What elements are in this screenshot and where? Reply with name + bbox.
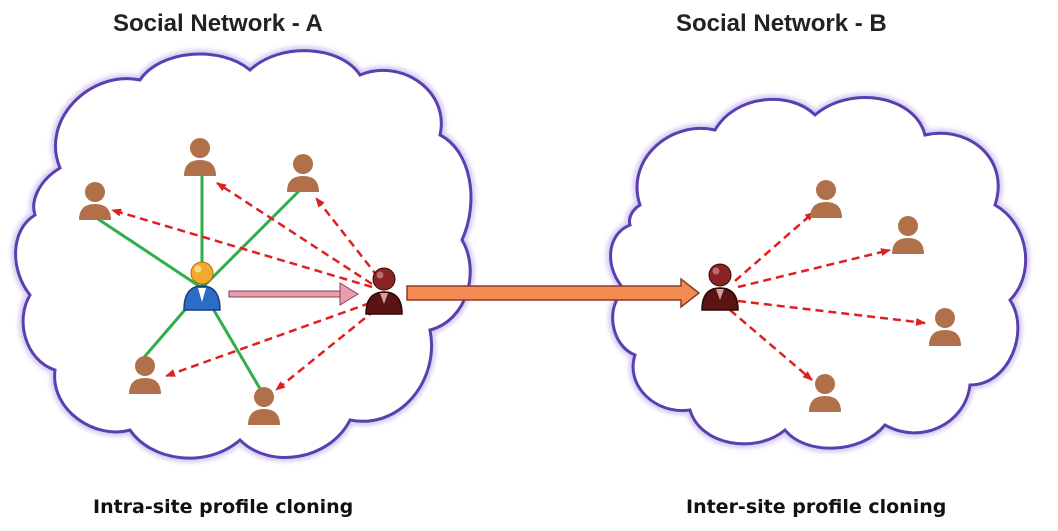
network-b-title: Social Network - B	[676, 10, 887, 37]
network-a-caption: Intra-site profile cloning	[93, 496, 354, 518]
friend-request-arrow	[737, 248, 891, 289]
friend-request-arrow	[165, 301, 371, 378]
person-icon	[184, 138, 216, 176]
cloned-user-icon-network-b	[701, 263, 739, 311]
network-a-title: Social Network - A	[113, 10, 323, 37]
clone-requests-a	[111, 181, 379, 391]
friend-request-arrow	[275, 309, 376, 391]
clone-requests-b	[729, 211, 926, 381]
friend-request-arrow	[737, 299, 926, 326]
cloned-user-icon	[365, 267, 403, 315]
person-icon	[810, 180, 842, 218]
friend-request-arrow	[734, 211, 815, 282]
person-icon	[79, 182, 111, 220]
inter-site-clone-arrow	[406, 277, 701, 309]
network-a-cloud	[11, 46, 476, 463]
person-icon	[809, 374, 841, 412]
friend-request-arrow	[111, 208, 373, 289]
person-icon	[929, 308, 961, 346]
friendship-link	[91, 213, 203, 290]
person-icon	[129, 356, 161, 394]
person-icon	[892, 216, 924, 254]
person-icon	[248, 387, 280, 425]
network-b-cloud	[606, 93, 1031, 453]
friendship-link	[200, 188, 302, 290]
intra-site-clone-arrow	[228, 282, 359, 306]
friend-request-arrow	[315, 197, 379, 278]
network-b-caption: Inter-site profile cloning	[686, 496, 947, 518]
friend-request-arrow	[729, 309, 813, 381]
original-user-icon	[183, 261, 221, 311]
friends	[79, 138, 961, 425]
person-icon	[287, 154, 319, 192]
friend-request-arrow	[216, 181, 373, 286]
